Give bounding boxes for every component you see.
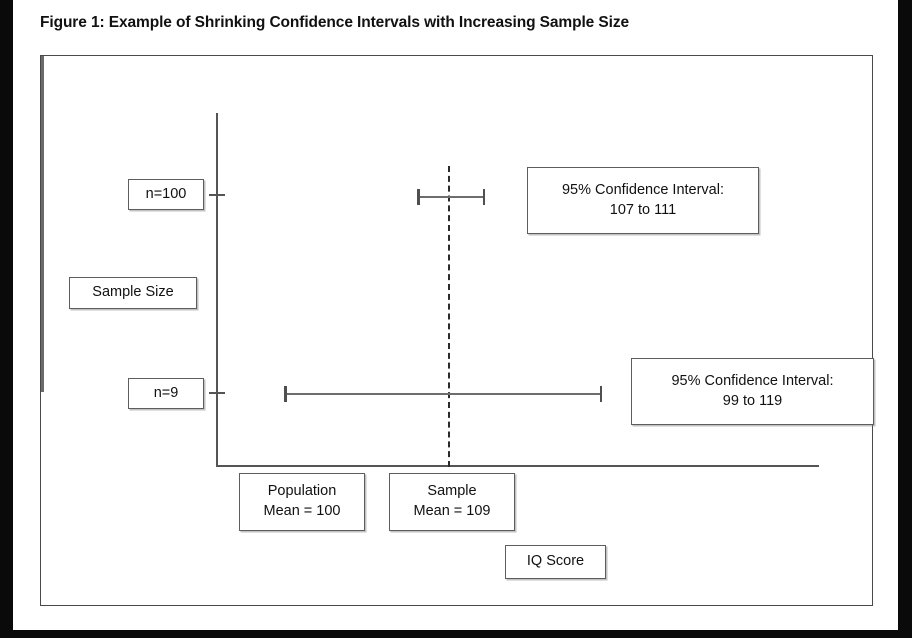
label-sample-mean: Sample Mean = 109	[389, 473, 515, 531]
tick-label-n9-text: n=9	[153, 384, 179, 401]
confidence-interval-bar-n9	[284, 386, 602, 402]
figure-card: Figure 1: Example of Shrinking Confidenc…	[13, 0, 898, 630]
ci-cap-left	[284, 386, 287, 402]
annotation-ci-upper-line1: 95% Confidence Interval:	[561, 181, 724, 198]
confidence-interval-bar-n100	[417, 189, 485, 205]
y-axis-line	[216, 113, 218, 467]
annotation-ci-upper-line2: 107 to 111	[609, 201, 677, 218]
annotation-ci-upper: 95% Confidence Interval: 107 to 111	[527, 167, 759, 234]
label-population-mean-line1: Population	[267, 483, 337, 500]
y-axis-tick-n9	[209, 392, 225, 394]
x-axis-line	[216, 465, 819, 467]
label-sample-mean-line2: Mean = 109	[413, 503, 491, 519]
sample-mean-reference-line	[448, 166, 450, 467]
tick-label-n9: n=9	[128, 378, 204, 409]
ci-cap-right	[482, 189, 485, 205]
label-population-mean: Population Mean = 100	[239, 473, 365, 531]
ci-cap-right	[599, 386, 602, 402]
annotation-ci-lower-line1: 95% Confidence Interval:	[671, 372, 834, 389]
tick-label-n100-text: n=100	[145, 185, 187, 202]
y-axis-label-text: Sample Size	[92, 284, 174, 301]
annotation-ci-lower: 95% Confidence Interval: 99 to 119	[631, 358, 874, 425]
y-axis-tick-n100	[209, 194, 225, 196]
population-mean-reference-line	[41, 56, 44, 392]
annotation-ci-lower-line2: 99 to 119	[722, 392, 783, 409]
label-population-mean-line2: Mean = 100	[263, 503, 341, 519]
x-axis-label: IQ Score	[505, 545, 606, 579]
y-axis-label: Sample Size	[69, 277, 197, 309]
figure-frame: n=100 n=9 Sample Size 95% Confidence Int…	[40, 55, 874, 606]
page-title: Figure 1: Example of Shrinking Confidenc…	[40, 14, 629, 31]
ci-cap-left	[417, 189, 420, 205]
x-axis-label-text: IQ Score	[526, 553, 585, 570]
tick-label-n100: n=100	[128, 179, 204, 210]
label-sample-mean-line1: Sample	[427, 483, 477, 500]
